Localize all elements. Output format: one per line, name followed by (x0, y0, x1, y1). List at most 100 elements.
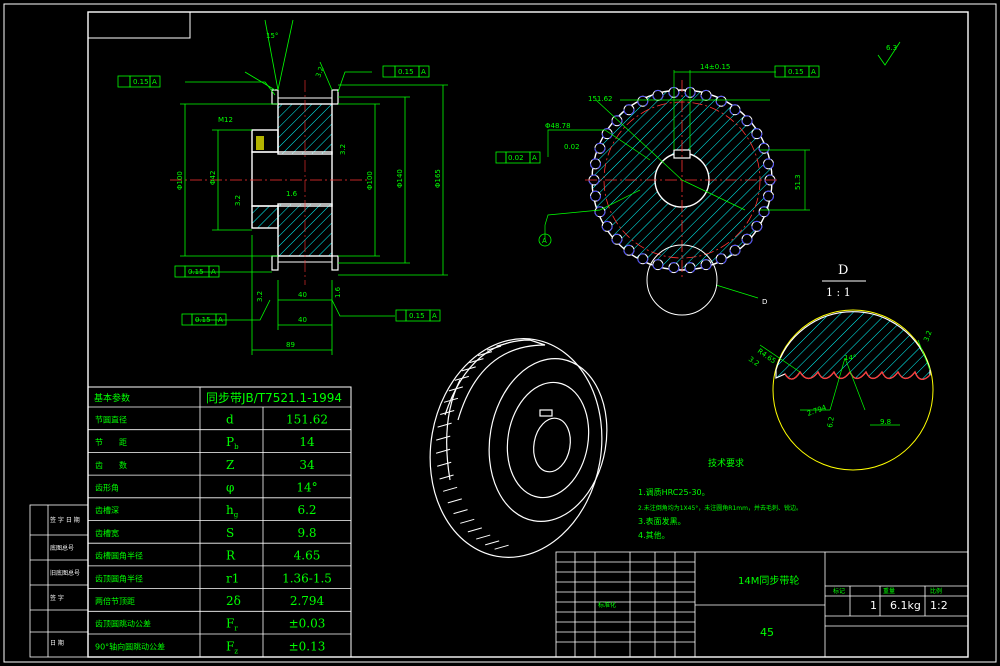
svg-text:标记: 标记 (833, 587, 845, 595)
param-name: 齿槽圆角半径 (95, 551, 143, 561)
iso-tooth-line (477, 351, 493, 357)
gear-tooth-profile (590, 190, 601, 202)
svg-text:3.2: 3.2 (339, 144, 347, 155)
gear-tooth-profile (715, 253, 727, 265)
svg-text:M12: M12 (218, 116, 233, 124)
detail-circle-marker (646, 244, 718, 316)
iso-tooth-line (476, 534, 491, 540)
svg-text:3.2: 3.2 (234, 195, 242, 206)
front-tolerance-frames (495, 65, 820, 247)
detail-scale: 1 : 1 (826, 286, 851, 299)
svg-text:日 期: 日 期 (50, 639, 64, 647)
gear-tooth-profile (611, 233, 623, 245)
gear-tooth-profile (668, 262, 680, 274)
param-symbol: S (226, 526, 234, 540)
iso-tooth-line (442, 486, 458, 492)
tech-req-item-1: 1.调质HRC25-30。 (638, 487, 710, 497)
svg-text:3.2: 3.2 (256, 291, 264, 302)
svg-text:14±0.15: 14±0.15 (700, 63, 730, 71)
svg-text:3.2: 3.2 (747, 355, 761, 368)
iso-tooth-line (440, 409, 455, 415)
gear-tooth-profile (751, 128, 763, 140)
param-symbol: Z (226, 458, 234, 472)
tech-requirements: 技术要求 1.调质HRC25-30。 2.未注倒角均为1X45°，未注圆角R1m… (638, 457, 802, 540)
tech-req-item-3: 3.表面发黑。 (638, 516, 686, 526)
param-value: ±0.13 (289, 639, 326, 653)
gear-tooth-profile (594, 142, 606, 154)
gear-tooth-profile (590, 158, 601, 170)
gear-tooth-profile (594, 206, 606, 218)
svg-text:Φ140: Φ140 (396, 169, 404, 188)
svg-text:15°: 15° (266, 32, 278, 40)
iso-tooth-line (460, 518, 475, 524)
param-symbol: R (226, 549, 236, 563)
detail-view: D 1 : 1 R4.65 3.2 14° 9.8 6.2 2.794 3.2 (747, 263, 934, 471)
svg-text:A: A (811, 68, 816, 76)
svg-text:Φ165: Φ165 (434, 169, 442, 188)
iso-tooth-line (435, 448, 451, 454)
title-block (555, 551, 969, 658)
gear-tooth-profile (715, 95, 727, 107)
svg-text:151.62: 151.62 (588, 95, 613, 103)
gear-tooth-profile (623, 244, 635, 256)
gear-teeth (588, 86, 776, 274)
param-symbol: hg (226, 503, 239, 519)
svg-text:14°: 14° (844, 354, 856, 362)
general-roughness: 6.3 (877, 41, 901, 66)
iso-tooth-line (469, 358, 484, 364)
svg-text:6.3: 6.3 (886, 44, 897, 52)
svg-text:0.02: 0.02 (508, 154, 524, 162)
iso-tooth-line (467, 527, 482, 533)
svg-text:A: A (152, 78, 157, 86)
section-dimensions (180, 19, 448, 355)
svg-text:Φ42: Φ42 (209, 171, 217, 185)
param-name: 节 距 (95, 438, 127, 447)
param-value: 151.62 (286, 412, 328, 426)
gear-tooth-profile (763, 158, 774, 170)
gear-tooth-profile (637, 253, 649, 265)
iso-tooth-line (437, 461, 452, 467)
param-value: 34 (299, 458, 315, 472)
gear-tooth-profile (751, 220, 763, 232)
svg-text:重量: 重量 (883, 587, 895, 595)
iso-tooth-line (447, 498, 462, 504)
svg-text:旧底图总号: 旧底图总号 (50, 569, 80, 577)
svg-text:0.15: 0.15 (195, 316, 211, 324)
material: 45 (760, 626, 774, 639)
svg-text:Φ100: Φ100 (366, 171, 374, 190)
svg-text:51.3: 51.3 (794, 174, 802, 190)
svg-text:0.02: 0.02 (564, 143, 580, 151)
isometric-view (429, 338, 608, 558)
gear-tooth-profile (758, 142, 770, 154)
param-value: 2.794 (290, 594, 325, 608)
svg-text:1.6: 1.6 (286, 190, 298, 198)
iso-tooth-line (448, 386, 464, 392)
gear-tooth-profile (729, 244, 741, 256)
svg-text:0.15: 0.15 (133, 78, 149, 86)
section-tolerance-frames (117, 65, 441, 326)
svg-text:A: A (211, 268, 216, 276)
part-name: 14M同步带轮 (738, 574, 799, 587)
param-symbol: r1 (226, 571, 239, 585)
mass: 6.1kg (890, 599, 921, 612)
gear-tooth-profile (652, 89, 664, 101)
params-header-right: 同步带JB/T7521.1-1994 (206, 391, 342, 405)
param-value: 14 (299, 435, 315, 449)
quantity: 1 (870, 599, 877, 612)
svg-text:0.15: 0.15 (409, 312, 425, 320)
gear-tooth-profile (741, 115, 753, 127)
gear-tooth-profile (684, 262, 696, 274)
param-name: 齿槽宽 (95, 528, 119, 538)
param-symbol: d (226, 412, 234, 426)
iso-tooth-line (443, 397, 459, 403)
param-name: 两倍节顶距 (95, 596, 135, 606)
iso-tooth-line (439, 474, 454, 480)
svg-text:比例: 比例 (930, 587, 942, 595)
left-strip-labels: 签 字 日 期 底图总号 旧底图总号 签 字 日 期 (50, 516, 80, 647)
param-name: 齿 数 (95, 460, 127, 470)
